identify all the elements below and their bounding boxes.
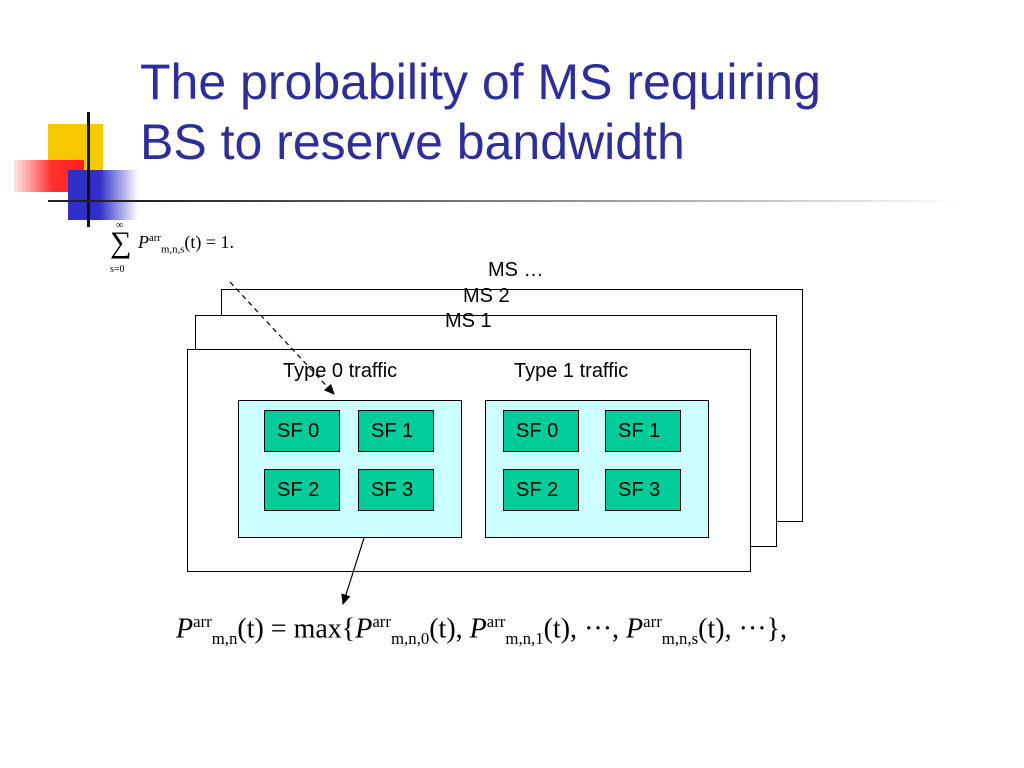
type0-sf-2: SF 2 [264, 469, 340, 511]
arrow-to-formula [341, 537, 365, 606]
formula-comma: , [612, 613, 627, 645]
sum-sigma-icon: ∑ [110, 226, 132, 259]
type0-sf-3: SF 3 [358, 469, 434, 511]
formula-terms-p: P [626, 613, 644, 645]
title-ornament-vertical-line [87, 112, 90, 227]
ms-label-more: MS … [488, 259, 544, 281]
sum-expression: Parrm,n,s(t) = 1. [138, 232, 234, 256]
dashed-arrow-to-type0 [229, 281, 335, 395]
sum-upper-limit: ∞ [116, 220, 124, 231]
title-ornament-blue [68, 170, 138, 220]
formula-term0-arg: (t), [429, 613, 470, 645]
formula-end: (t), ···}, [698, 613, 787, 645]
title-underline [48, 200, 968, 202]
sum-p-symbol: P [138, 232, 149, 252]
sum-rhs: (t) = 1. [184, 232, 235, 252]
formula-dots: ··· [584, 613, 613, 645]
formula-term0-p: P [355, 613, 373, 645]
sum-p-sup: arr [149, 232, 161, 244]
slide-title-line-1: The probability of MS requiring [140, 54, 821, 110]
formula-lhs-sup: arr [193, 612, 212, 631]
formula-term1-p: P [469, 613, 487, 645]
formula-lhs-p: P [176, 613, 194, 645]
formula-terms-sup: arr [643, 612, 662, 631]
ms-label-2: MS 2 [463, 285, 510, 307]
formula-term0-sup: arr [372, 612, 391, 631]
type1-sf-2: SF 2 [503, 469, 579, 511]
slide-title: The probability of MS requiring BS to re… [140, 52, 1000, 172]
formula-mid: (t) = max{ [237, 613, 356, 645]
type1-sf-1: SF 1 [605, 410, 681, 452]
ms-label-1: MS 1 [445, 310, 492, 332]
type-0-traffic-label: Type 0 traffic [283, 360, 398, 382]
slide-title-line-2: BS to reserve bandwidth [140, 114, 685, 170]
formula-term1-sup: arr [486, 612, 506, 631]
type1-sf-3: SF 3 [605, 469, 681, 511]
sum-lower-limit: s=0 [110, 264, 125, 275]
type1-sf-0: SF 0 [503, 410, 579, 452]
formula-lhs-sub: m,n [211, 628, 238, 648]
type0-sf-0: SF 0 [264, 410, 340, 452]
formula-term1-arg: (t), [543, 613, 585, 645]
type-1-traffic-label: Type 1 traffic [514, 360, 629, 382]
sum-p-sub: m,n,s [160, 243, 185, 256]
max-formula: Parrm,n(t) = max{Parrm,n,0(t), Parrm,n,1… [176, 612, 787, 649]
formula-term1-sub: m,n,1 [505, 628, 544, 648]
type0-sf-1: SF 1 [358, 410, 434, 452]
formula-term0-sub: m,n,0 [390, 628, 430, 648]
formula-terms-sub: m,n,s [661, 628, 699, 648]
